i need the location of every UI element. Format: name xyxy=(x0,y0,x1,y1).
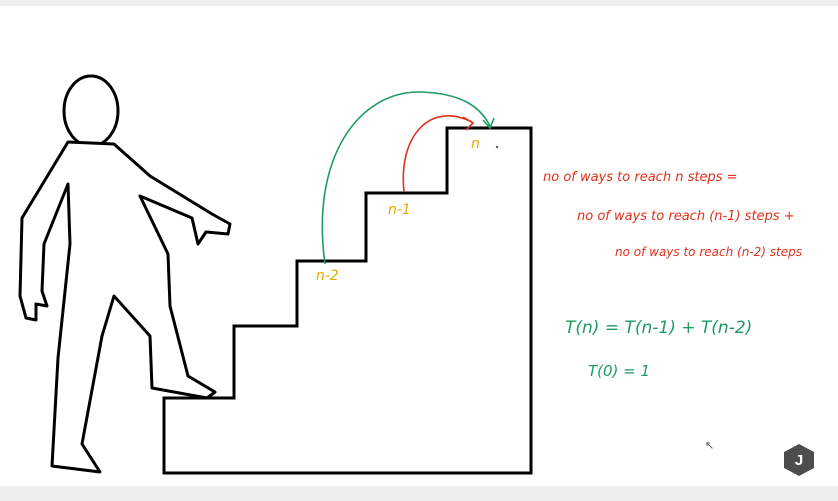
j-badge-icon[interactable]: J xyxy=(784,444,814,476)
recurrence-equation: T(n) = T(n-1) + T(n-2) xyxy=(565,318,753,338)
red-arrowhead xyxy=(462,116,475,131)
dot-mark xyxy=(495,145,499,149)
note-line-2: no of ways to reach (n-1) steps + xyxy=(577,209,795,224)
note-line-3: no of ways to reach (n-2) steps xyxy=(615,245,802,259)
person-icon xyxy=(18,74,232,474)
whiteboard-canvas: n-2 n-1 n no of ways to reach n steps = … xyxy=(0,6,838,486)
staircase-outline xyxy=(162,126,533,475)
step-label-n: n xyxy=(471,136,480,152)
staircase-drawing xyxy=(18,74,533,475)
step-label-n-minus-1: n-1 xyxy=(388,202,411,218)
step-label-n-minus-2: n-2 xyxy=(316,268,339,284)
person-head xyxy=(62,74,120,148)
base-case-equation: T(0) = 1 xyxy=(588,362,651,380)
mouse-pointer-icon: ↖ xyxy=(705,439,715,452)
green-jump-arrow xyxy=(321,91,491,265)
red-jump-arrow xyxy=(402,115,473,193)
person-body xyxy=(18,140,232,474)
note-line-1: no of ways to reach n steps = xyxy=(543,170,738,185)
green-arrowhead xyxy=(482,117,495,130)
